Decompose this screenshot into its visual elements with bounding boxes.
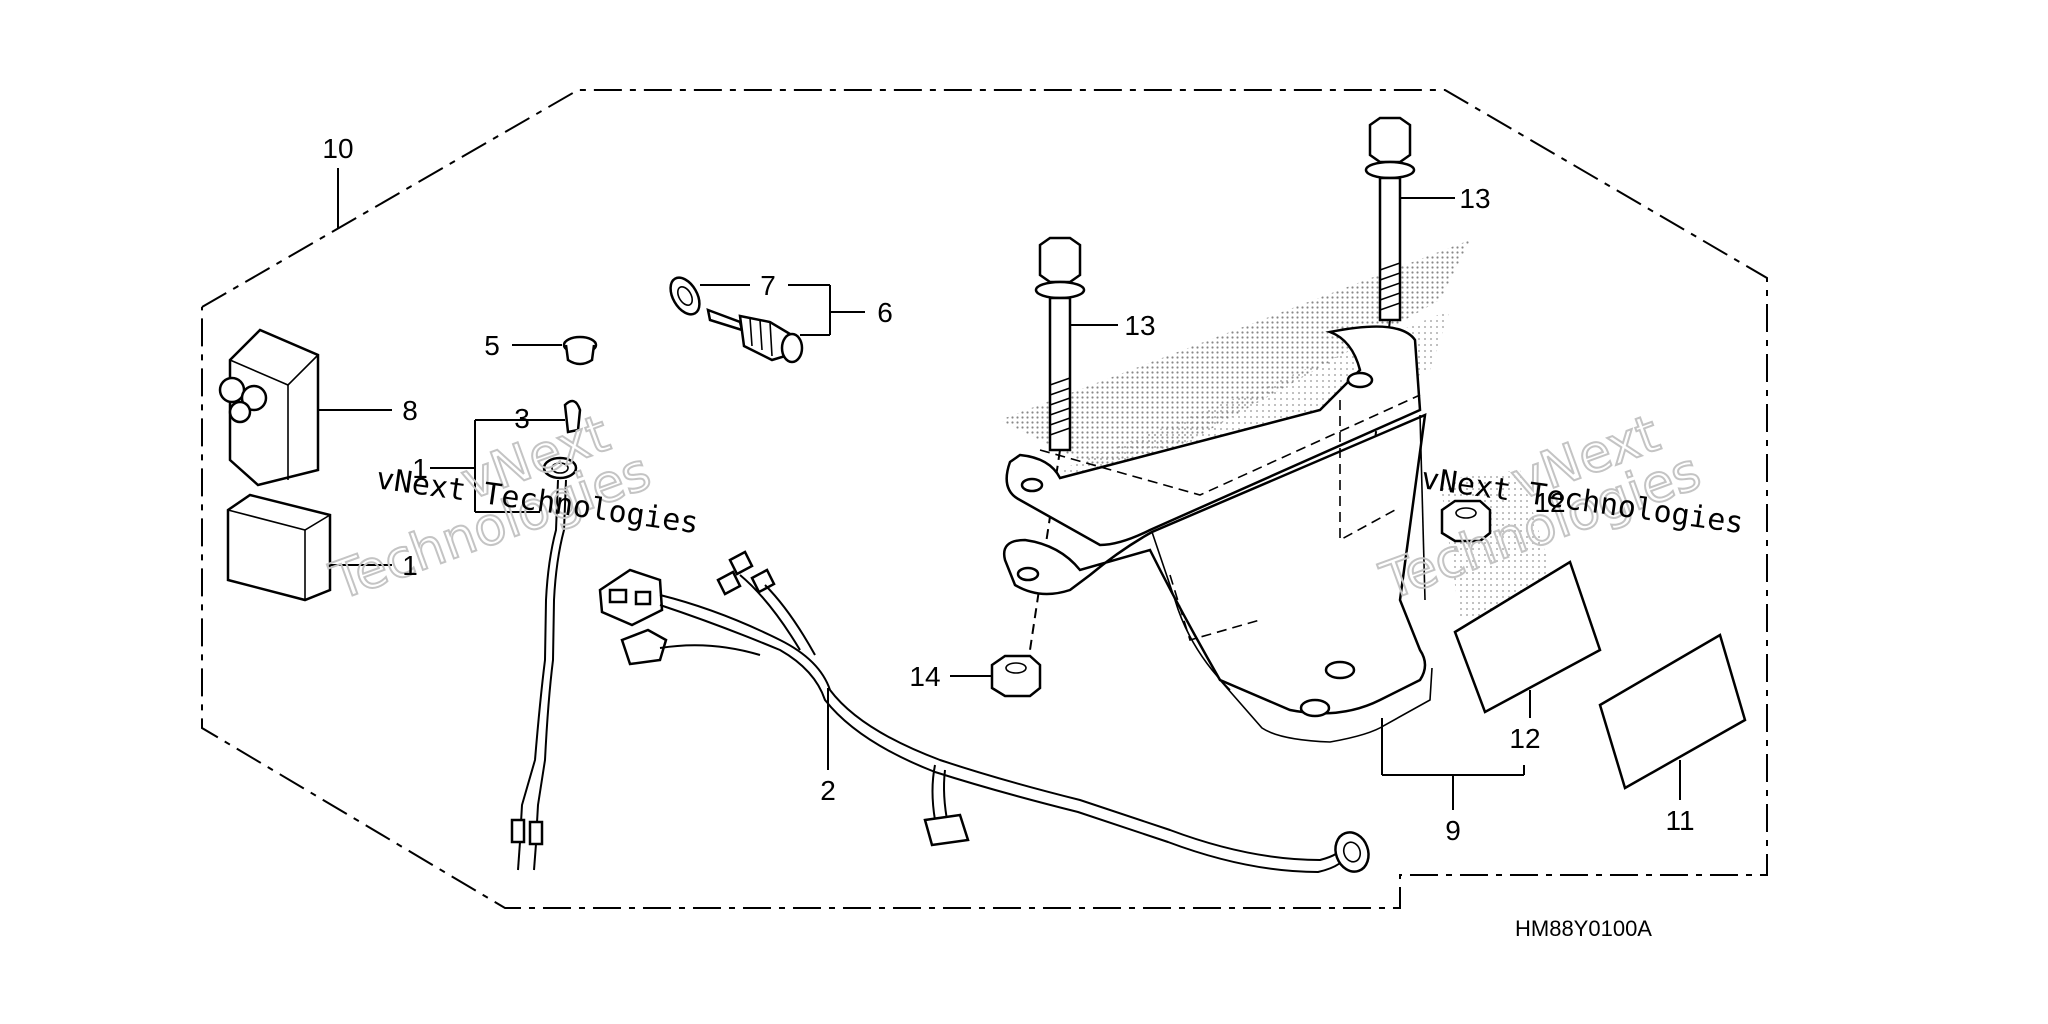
callout-5[interactable]: 5 xyxy=(484,330,500,361)
diagram-code: HM88Y0100A xyxy=(1515,916,1652,941)
callout-13-right[interactable]: 13 xyxy=(1459,183,1490,214)
callout-6[interactable]: 6 xyxy=(877,297,893,328)
callouts: 10 8 1 1 3 5 7 6 2 13 13 14 12 9 11 12 xyxy=(322,133,1694,846)
callout-12-upper[interactable]: 12 xyxy=(1509,723,1540,754)
kit-outline xyxy=(201,89,1768,909)
callout-14-left[interactable]: 14 xyxy=(909,661,940,692)
leader-9 xyxy=(1381,718,1525,810)
callout-8[interactable]: 8 xyxy=(402,395,418,426)
callout-7[interactable]: 7 xyxy=(760,270,776,301)
part-1-relay-cover xyxy=(226,493,392,602)
leader-3-1 xyxy=(430,419,540,513)
callout-9[interactable]: 9 xyxy=(1445,815,1461,846)
part-14-nut-right xyxy=(1440,499,1492,543)
part-8-control-unit xyxy=(218,328,392,487)
callout-12-nut[interactable]: 12 xyxy=(1534,487,1565,518)
callout-1-harness[interactable]: 1 xyxy=(412,453,428,484)
part-9-bracket xyxy=(1002,325,1433,743)
part-7-washer xyxy=(669,276,701,316)
part-2-main-harness xyxy=(598,550,1370,874)
callout-11[interactable]: 11 xyxy=(1665,805,1694,836)
part-11-label xyxy=(1598,633,1747,800)
callout-3[interactable]: 3 xyxy=(514,403,530,434)
part-5-cap xyxy=(512,335,598,366)
part-3-bulb-harness xyxy=(510,399,582,871)
part-6-sensor xyxy=(706,308,804,364)
leaders-6-7 xyxy=(700,284,865,336)
callout-13-left[interactable]: 13 xyxy=(1124,310,1155,341)
part-14-nut-left xyxy=(950,654,1042,698)
part-13-bolt-right xyxy=(1359,116,1455,561)
part-12-label xyxy=(1453,560,1602,718)
callout-2[interactable]: 2 xyxy=(820,775,836,806)
callout-10[interactable]: 10 xyxy=(322,133,353,164)
callout-1[interactable]: 1 xyxy=(402,550,418,581)
